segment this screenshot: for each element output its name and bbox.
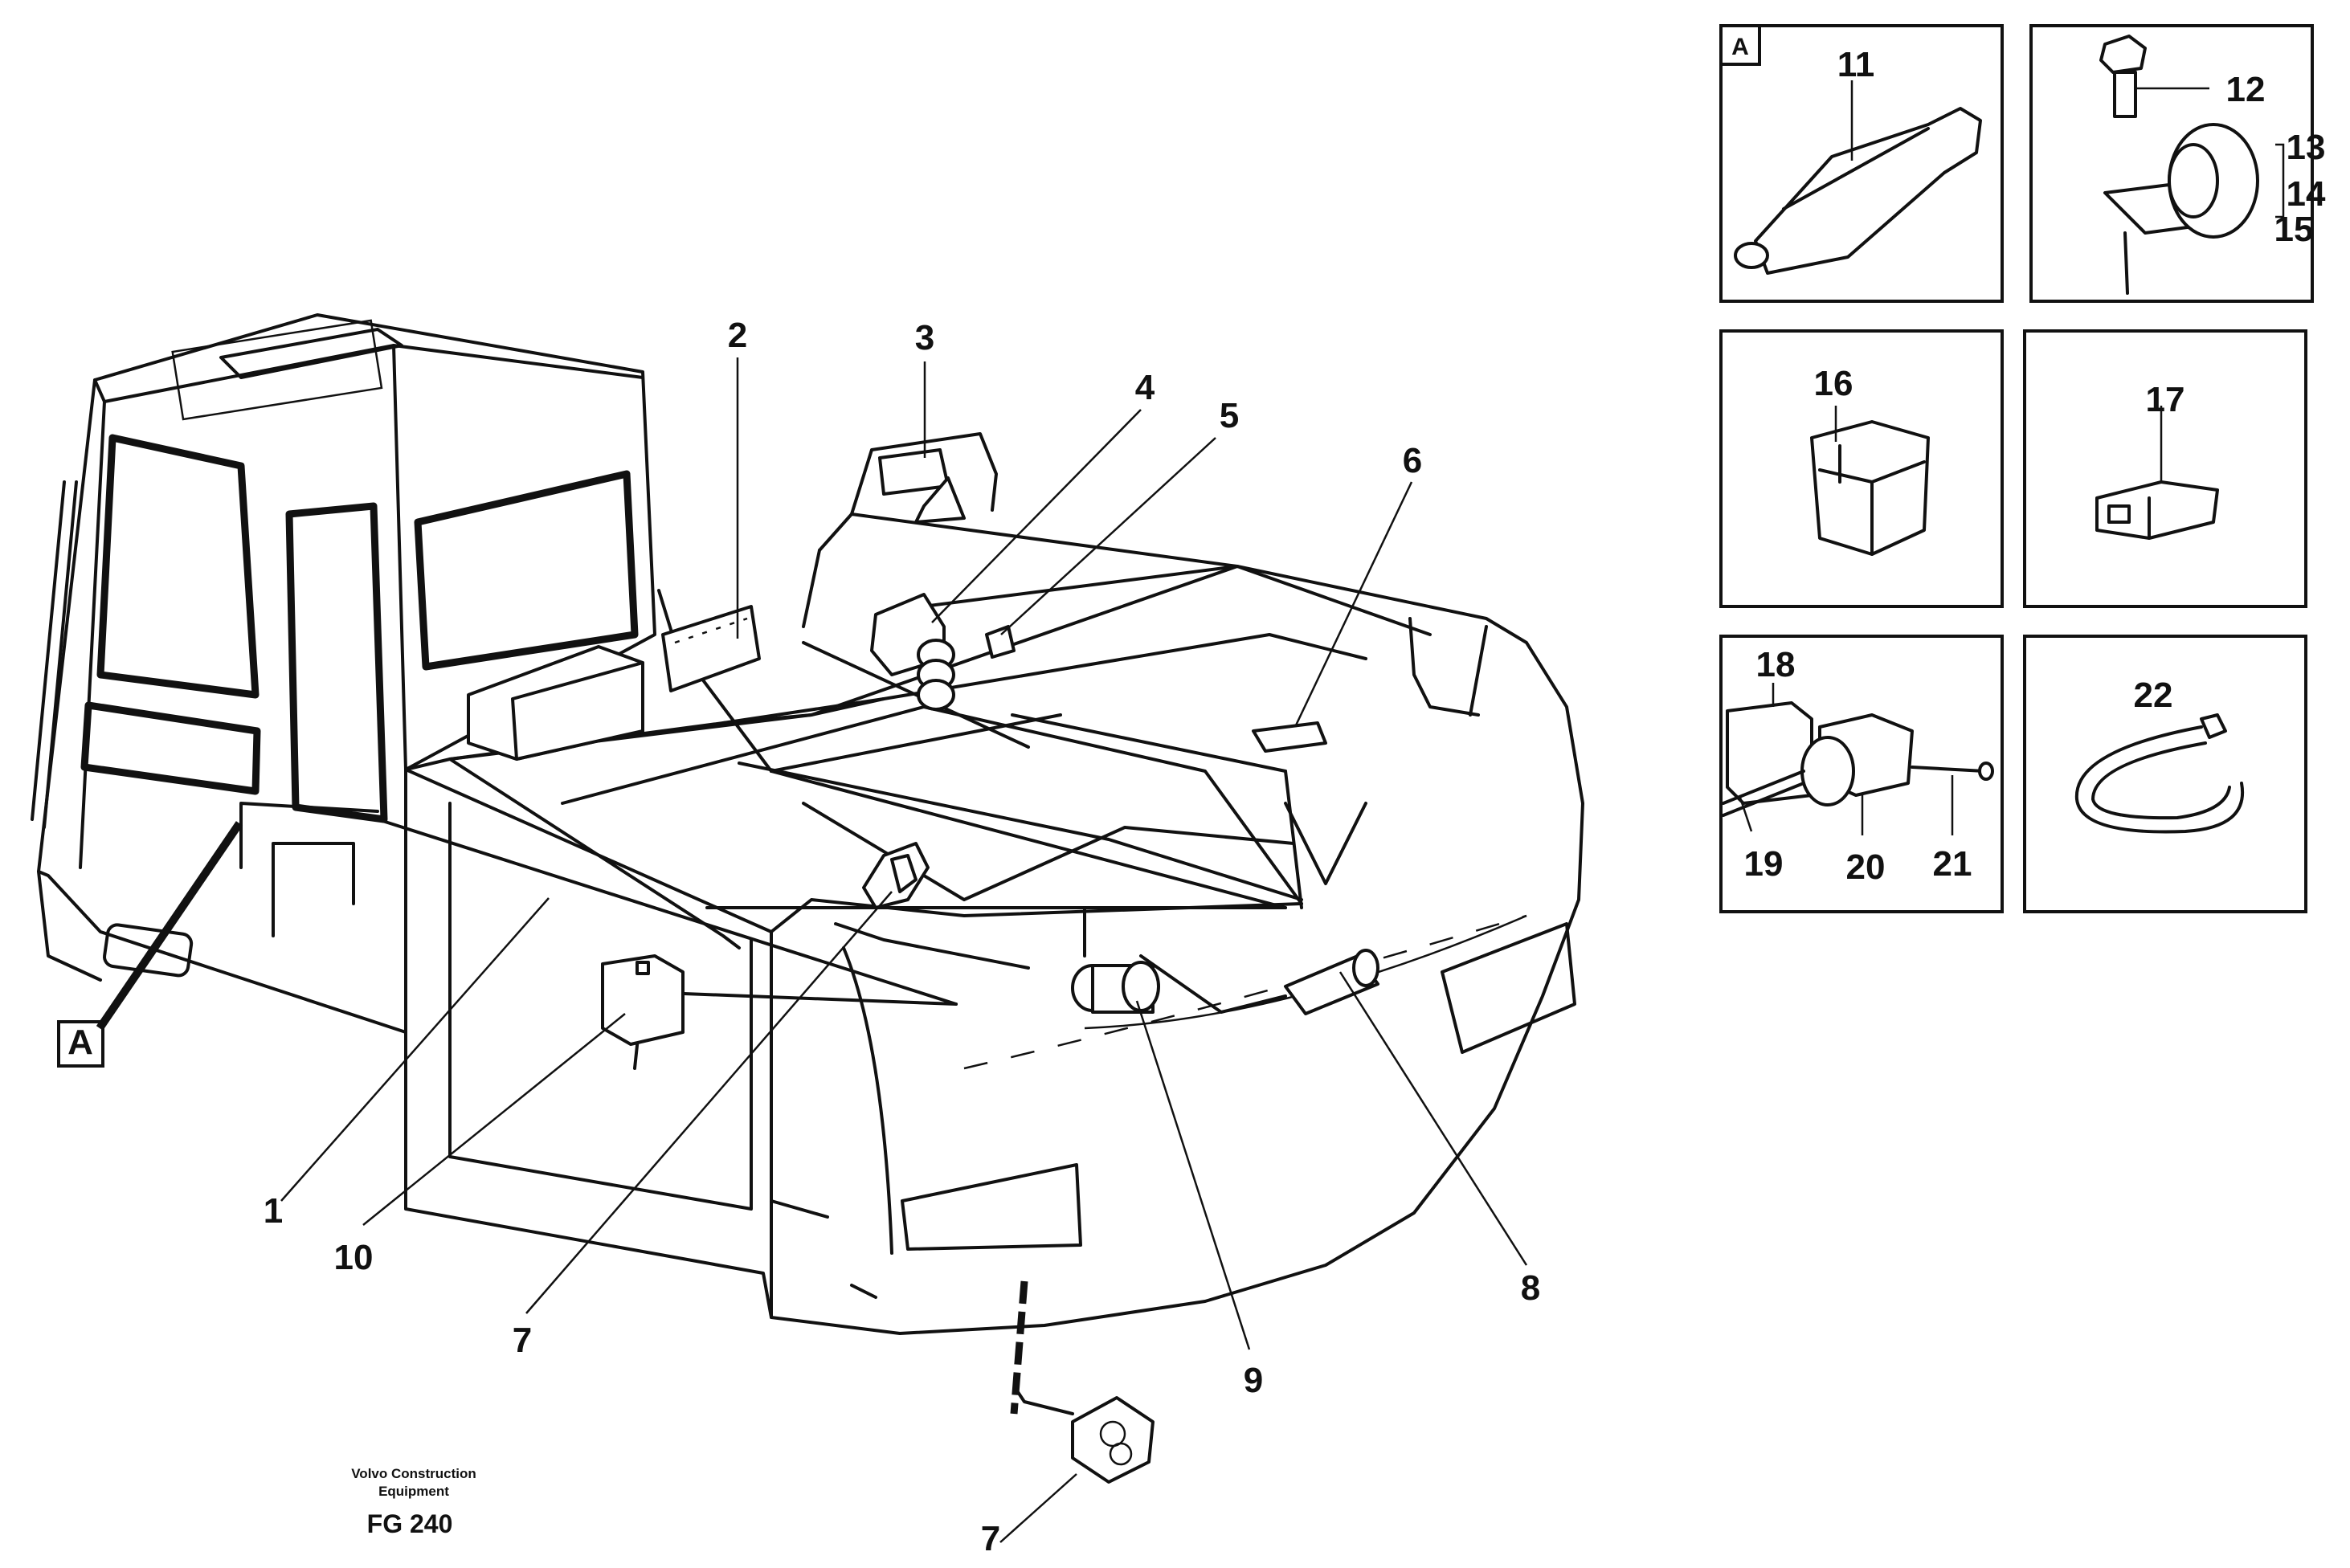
- label-21: 21: [1933, 844, 1972, 884]
- detail-box-a: A 11: [1719, 24, 2004, 303]
- part-switch-box: [601, 954, 685, 1046]
- part-18-20-socket-assembly: [1722, 701, 1994, 817]
- part-beacon-bracket: [850, 432, 998, 524]
- callout-3: 3: [915, 318, 934, 357]
- label-15: 15: [2274, 210, 2314, 249]
- callout-10: 10: [334, 1238, 374, 1277]
- part-terminal-cover: [1252, 721, 1327, 753]
- label-12: 12: [2226, 70, 2266, 109]
- part-17-plug: [2095, 480, 2219, 540]
- part-control-unit: [661, 605, 761, 692]
- wiring-harness: [239, 589, 1303, 1070]
- label-16: 16: [1814, 364, 1853, 403]
- callout-5: 5: [1220, 396, 1239, 435]
- label-20: 20: [1846, 847, 1886, 887]
- detail-box-housing-16: 16: [1719, 329, 2004, 608]
- callout-4: 4: [1135, 368, 1155, 407]
- callout-9: 9: [1244, 1361, 1263, 1400]
- leader-lines: [280, 357, 1528, 1543]
- detail-box-a-marker: A: [1731, 34, 1749, 60]
- detail-box-cable-tie: 22: [2023, 635, 2307, 913]
- part-relay-box: [467, 645, 644, 761]
- part-11-connector: [1734, 107, 1982, 275]
- callout-1: 1: [264, 1191, 283, 1231]
- part-13-15-grommet: [2103, 123, 2259, 295]
- callout-7-rear: 7: [981, 1519, 1000, 1558]
- view-a-marker-label: A: [67, 1023, 93, 1062]
- part-horn: [870, 593, 1016, 711]
- publisher-credit: Volvo Construction Equipment FG 240: [351, 1466, 476, 1538]
- label-18: 18: [1756, 645, 1796, 684]
- detail-box-socket: 18 19 20 21: [1719, 635, 2004, 913]
- credit-line-2: Equipment: [378, 1484, 449, 1499]
- excavator-upper-structure: [31, 313, 1584, 1335]
- part-22-cable-tie: [2074, 713, 2245, 834]
- label-14: 14: [2287, 174, 2326, 214]
- operator-cab: [31, 313, 656, 1034]
- callout-labels: 2 3 4 5 6 1 10 7 9 8 7: [264, 316, 1540, 1558]
- figure-code: FG 240: [367, 1509, 453, 1538]
- label-13: 13: [2287, 128, 2326, 167]
- part-16-housing: [1810, 420, 1930, 556]
- detail-box-cable-gland: 12 13 14 15: [2029, 24, 2326, 303]
- view-a-marker: A: [57, 821, 243, 1068]
- credit-line-1: Volvo Construction: [351, 1466, 476, 1481]
- part-work-lamp-deck: [862, 842, 930, 909]
- callout-2: 2: [728, 316, 747, 355]
- callout-7-deck: 7: [513, 1321, 532, 1360]
- label-11: 11: [1837, 45, 1875, 84]
- label-19: 19: [1744, 844, 1784, 884]
- part-rear-lamp: [1010, 1280, 1155, 1484]
- part-sensor-9: [1071, 961, 1160, 1014]
- part-12-bolt: [2099, 35, 2147, 118]
- label-17: 17: [2146, 380, 2185, 419]
- detail-box-plug-17: 17: [2023, 329, 2307, 608]
- callout-6: 6: [1403, 441, 1422, 480]
- part-sensor-8: [1284, 949, 1379, 1015]
- callout-8: 8: [1521, 1268, 1540, 1308]
- label-22: 22: [2134, 676, 2173, 715]
